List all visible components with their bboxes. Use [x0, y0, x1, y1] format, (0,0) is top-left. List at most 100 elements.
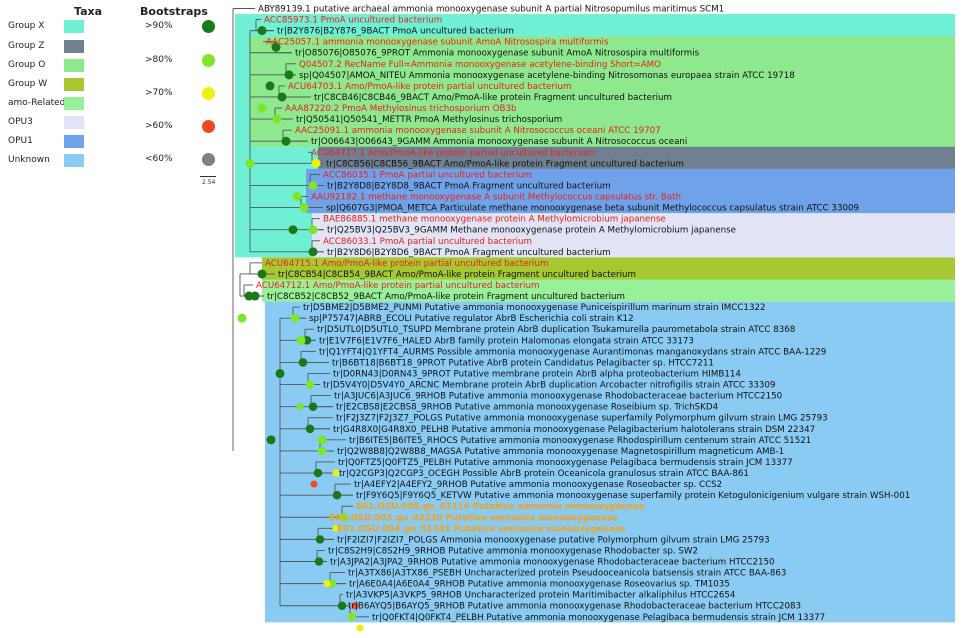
leaf-label: ACU64715.1 Amo/PmoA-like protein partial…: [265, 259, 548, 269]
bootstrap-node: [257, 269, 267, 279]
group-backgrounds: [235, 14, 955, 623]
leaf-label: tr|A4EFY2|A4EFY2_9RHOB Putative ammonia …: [354, 480, 722, 490]
taxa-label: Group W: [8, 79, 48, 89]
leaf-label: sp|Q04507|AMOA_NITEU Ammonia monooxygena…: [299, 71, 795, 81]
taxa-swatch: [64, 59, 84, 72]
bootstrap-node: [281, 136, 291, 146]
leaf-label: tr|E2CBS8|E2CBS8_9RHOB Putative ammonia …: [336, 403, 719, 413]
bootstrap-node: [351, 602, 359, 610]
leaf-label: ACC86033.1 PmoA partial uncultured bacte…: [323, 237, 532, 247]
leaf-label: ACU64703.1 Amo/PmoA-like protein partial…: [288, 82, 571, 92]
taxa-swatch: [64, 97, 84, 110]
bootstrap-node: [314, 557, 324, 566]
leaf-label: tr|C8CB52|C8CB52_9BACT Amo/PmoA-like pro…: [267, 292, 625, 302]
leaf-label: tr|Q0FTZ5|Q0FTZ5_PELBH Putative ammonia …: [338, 458, 793, 468]
group-band: [306, 168, 955, 214]
taxa-legend-title: Taxa: [74, 5, 103, 18]
leaf-label: tr|A6E0A4|A6E0A4_9RHOB Putative ammonia …: [349, 580, 730, 590]
bootstrap-node: [317, 435, 327, 445]
leaf-label: tr|B6ITE5|B6ITE5_RHOCS Putative ammonia …: [349, 436, 811, 446]
bootstrap-node: [305, 380, 315, 389]
taxa-swatch: [64, 40, 84, 53]
bootstrap-dot: [202, 54, 215, 67]
leaf-label: E01.OSU.005.gn_02114 Putative ammonia mo…: [356, 502, 645, 512]
bootstrap-node: [308, 225, 318, 235]
bootstrap-node: [308, 247, 318, 257]
taxa-label: Group O: [8, 60, 46, 70]
taxa-swatch: [64, 20, 84, 33]
leaf-label: tr|D0RN43|D0RN43_9PROT Putative membrane…: [333, 369, 741, 379]
bootstrap-node: [277, 92, 287, 102]
bootstrap-label: <60%: [145, 154, 173, 164]
bootstrap-node: [244, 291, 254, 301]
bootstrap-label: >70%: [145, 88, 173, 98]
leaf-label: sp|P75747|ABRB_ECOLI Putative regulator …: [309, 314, 634, 324]
bootstrap-node: [310, 480, 318, 488]
group-band: [312, 213, 955, 258]
leaf-label: tr|C8CB54|C8CB54_9BACT Amo/PmoA-like pro…: [278, 270, 636, 280]
bootstrap-node: [266, 435, 276, 445]
bootstrap-node: [257, 103, 267, 113]
leaf-label: tr|B2Y8D6|B2Y8D6_9BACT PmoA Fragment unc…: [327, 248, 611, 258]
bootstrap-node: [327, 579, 337, 588]
leaf-label: tr|Q25BV3|Q25BV3_9GAMM Methane monooxyge…: [327, 226, 736, 236]
bootstrap-node: [265, 81, 275, 91]
bootstrap-node: [298, 358, 308, 367]
bootstrap-dot: [202, 20, 215, 33]
bootstrap-node: [296, 403, 304, 411]
leaf-label: ACC86035.1 PmoA partial uncultured bacte…: [323, 170, 532, 180]
leaf-label: AAU92182.1 methane monooxygenase A subun…: [311, 193, 681, 203]
taxa-label: Group X: [8, 21, 45, 31]
leaf-label: tr|Q50541|Q50541_METTR PmoA Methylosinus…: [296, 115, 562, 125]
group-band: [262, 279, 955, 302]
bootstrap-node: [292, 192, 302, 202]
leaf-label: E01.OSU.004.gn_01341 Putative ammonia mo…: [337, 524, 626, 534]
bootstrap-label: >60%: [145, 121, 173, 131]
leaf-label: tr|Q0FKT4|Q0FKT4_PELBH Putative ammonia …: [372, 613, 825, 623]
bootstrap-node: [337, 601, 347, 611]
leaf-label: tr|Q2CGP3|Q2CGP3_OCEGH Possible AbrB pro…: [339, 469, 749, 479]
bootstrap-node: [332, 469, 340, 477]
leaf-label: tr|D5V4Y0|D5V4Y0_ARCNC Membrane protein …: [323, 381, 776, 391]
leaf-label: tr|C8S2H9|C8S2H9_9RHOB Putative ammonia …: [328, 546, 698, 556]
taxa-swatch: [64, 116, 84, 129]
bootstrap-node: [272, 114, 282, 124]
bootstrap-node: [245, 158, 255, 168]
leaf-label: sp|Q607G3|PMOA_METCA Particulate methane…: [326, 204, 859, 214]
bootstrap-node: [305, 424, 315, 434]
scale-bar-label: 2.54: [202, 179, 216, 186]
leaf-labels: ABY89139.1 putative archaeal ammonia mon…: [256, 5, 910, 623]
leaf-label: E01.OSU.003.gn_02220 Putative ammonia mo…: [329, 513, 618, 523]
taxa-label: OPU1: [8, 136, 33, 146]
leaf-label: BAE86885.1 methane monooxygenase protein…: [323, 215, 666, 225]
taxa-swatch: [64, 154, 84, 167]
bootstrap-dot: [202, 153, 215, 166]
leaf-label: ACU64712.1 Amo/PmoA-like protein partial…: [256, 281, 539, 291]
leaf-label: tr|E1V7F6|E1V7F6_HALED AbrB family prote…: [319, 336, 694, 346]
leaf-label: tr|G4R8X0|G4R8X0_PELHB Putative ammonia …: [333, 425, 815, 435]
bootstrap-node: [347, 612, 357, 622]
leaf-label: tr|B2Y876|B2Y876_9BACT PmoA uncultured b…: [277, 27, 514, 37]
taxa-label: amo-Related: [8, 98, 66, 108]
leaf-label: tr|F2IZI7|F2IZI7_POLGS Ammonia monooxyge…: [337, 535, 770, 545]
bootstrap-node: [311, 158, 321, 168]
leaf-label: tr|D5BME2|D5BME2_PUNMI Putative ammonia …: [303, 303, 766, 313]
group-band: [265, 301, 955, 623]
leaf-label: tr|C8CB46|C8CB46_9BACT Amo/PmoA-like pro…: [314, 93, 672, 103]
taxa-swatch: [64, 135, 84, 148]
scale-bar: [200, 176, 216, 177]
bootstrap-node: [308, 180, 318, 190]
bootstrap-node: [271, 42, 281, 52]
bootstrap-dot: [202, 120, 215, 133]
group-band: [318, 146, 955, 169]
legend: Taxa Bootstraps Group X Group Z Group O …: [0, 0, 230, 200]
leaf-label: tr|Q1YFT4|Q1YFT4_AURMS Possible ammonia …: [319, 347, 826, 357]
leaf-label: tr|A3VKP5|A3VKP5_9RHOB Uncharacterized p…: [346, 591, 736, 601]
bootstrap-label: >80%: [145, 55, 173, 65]
leaf-label: tr|F2J3Z7|F2J3Z7_POLGS Putative ammonia …: [336, 414, 828, 424]
leaf-label: tr|F9Y6Q5|F9Y6Q5_KETVW Putative ammonia …: [356, 491, 910, 501]
bootstrap-node: [237, 313, 247, 323]
leaf-label: tr|A3JUC6|A3JUC6_9RHOB Putative ammonia …: [334, 392, 782, 402]
leaf-label: tr|D5UTL0|D5UTL0_TSUPD Membrane protein …: [317, 325, 795, 335]
